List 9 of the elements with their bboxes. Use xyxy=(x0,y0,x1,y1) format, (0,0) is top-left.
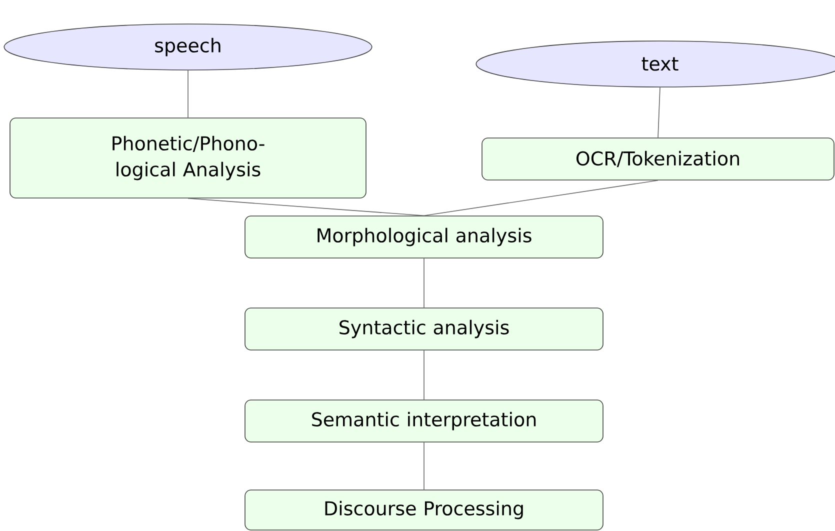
process-box: OCR/Tokenization xyxy=(482,138,834,180)
process-box: Discourse Processing xyxy=(244,490,604,530)
connector-line xyxy=(658,87,660,138)
process-box: Semantic interpretation xyxy=(244,400,604,442)
process-box: Phonetic/Phono- logical Analysis xyxy=(10,118,366,198)
connector-line xyxy=(188,198,424,216)
process-box: Morphological analysis xyxy=(244,216,604,258)
process-box: Syntactic analysis xyxy=(244,308,604,350)
connector-line xyxy=(424,180,658,216)
